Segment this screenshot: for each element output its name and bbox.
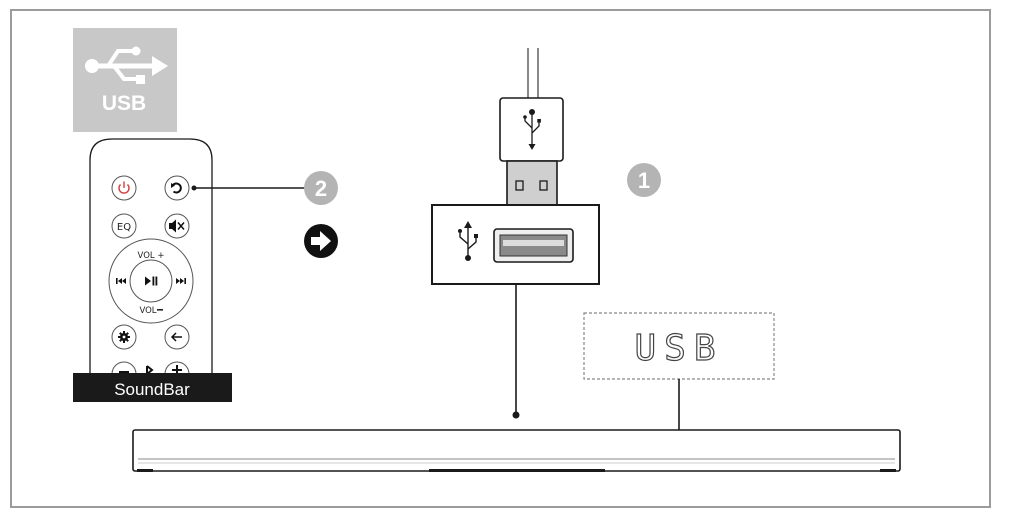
diagram-frame bbox=[10, 9, 991, 508]
usb-badge-label: USB bbox=[102, 92, 146, 115]
next-icon[interactable] bbox=[176, 278, 186, 284]
remote-brand-label: SoundBar bbox=[114, 380, 190, 399]
volume-up-label: VOL + bbox=[138, 251, 165, 261]
minus-icon bbox=[119, 371, 129, 373]
volume-down-mark bbox=[157, 309, 163, 311]
display-readout: USB bbox=[634, 328, 723, 369]
mute-button[interactable] bbox=[164, 213, 190, 239]
usb-port-detail bbox=[431, 204, 600, 285]
soundbar-base bbox=[429, 469, 605, 472]
source-callout bbox=[191, 185, 305, 191]
mute-icon bbox=[169, 219, 185, 233]
step-2-badge: 2 bbox=[304, 171, 338, 205]
usb-plug-connector bbox=[506, 160, 558, 213]
usb-plug-icon bbox=[523, 109, 541, 150]
power-icon bbox=[118, 181, 130, 194]
usb-plug bbox=[499, 48, 564, 213]
remote-brand-bar bbox=[73, 373, 232, 402]
eq-button[interactable] bbox=[111, 213, 137, 239]
step-2-number: 2 bbox=[315, 176, 327, 201]
usb-badge: USB bbox=[73, 28, 177, 132]
arrow-circle-icon bbox=[304, 224, 338, 258]
step-1-badge: 1 bbox=[627, 163, 661, 197]
volume-down-label: VOL bbox=[139, 306, 156, 316]
port-leader-line bbox=[512, 284, 520, 419]
eq-button-label: EQ bbox=[117, 222, 131, 233]
usb-port-icon bbox=[458, 221, 478, 261]
source-button[interactable] bbox=[164, 175, 190, 201]
back-icon bbox=[170, 332, 182, 342]
remote-control: EQ VOL + VOL bbox=[73, 138, 232, 402]
display-panel: USB bbox=[583, 312, 775, 380]
prev-icon[interactable] bbox=[116, 278, 126, 284]
step-1-number: 1 bbox=[638, 168, 650, 193]
source-icon bbox=[171, 182, 182, 194]
settings-icon bbox=[118, 331, 130, 343]
play-pause-icon bbox=[145, 276, 158, 286]
soundbar bbox=[132, 429, 901, 472]
usb-symbol-icon bbox=[85, 46, 168, 84]
